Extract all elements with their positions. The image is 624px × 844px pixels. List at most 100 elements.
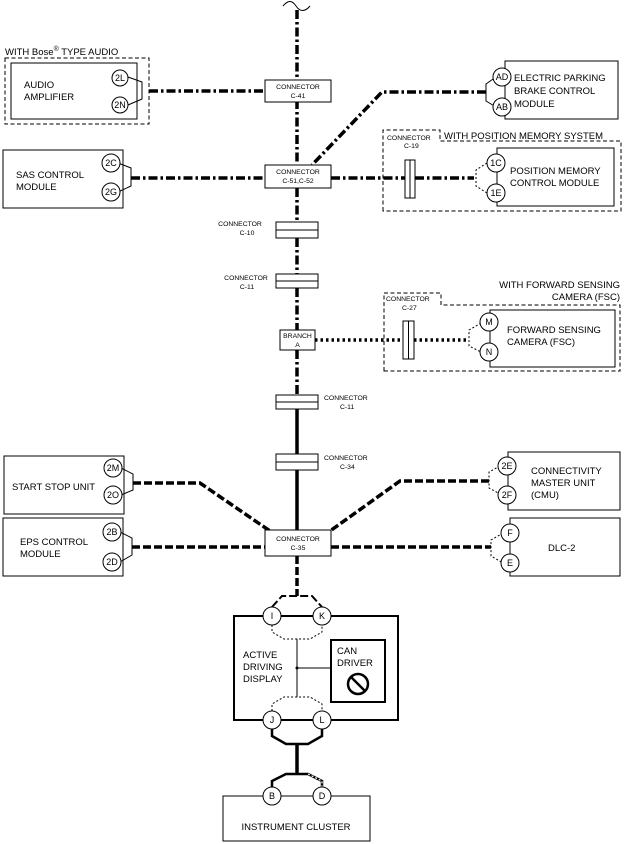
svg-text:MASTER UNIT: MASTER UNIT xyxy=(531,478,596,489)
sas-pin-2c xyxy=(101,153,121,173)
svg-text:CAN: CAN xyxy=(337,646,357,657)
svg-text:2F: 2F xyxy=(502,490,513,500)
display-pin-k xyxy=(312,606,332,626)
svg-text:START STOP UNIT: START STOP UNIT xyxy=(12,482,95,493)
audio-amplifier-label2: AMPLIFIER xyxy=(24,92,74,103)
svg-text:AD: AD xyxy=(496,72,509,82)
svg-text:CONNECTOR: CONNECTOR xyxy=(224,275,268,282)
svg-text:2E: 2E xyxy=(501,461,512,471)
svg-text:2D: 2D xyxy=(106,557,118,567)
fsc-pin-m xyxy=(479,312,499,332)
svg-text:AB: AB xyxy=(496,102,508,112)
bose-prefix: WITH Bose xyxy=(5,47,54,58)
svg-text:SAS CONTROL: SAS CONTROL xyxy=(16,170,84,181)
svg-text:MODULE: MODULE xyxy=(16,182,57,193)
svg-text:2G: 2G xyxy=(105,187,117,197)
cluster-pin-d xyxy=(312,786,332,806)
svg-text:CONNECTOR: CONNECTOR xyxy=(276,84,320,91)
svg-text:C-11: C-11 xyxy=(340,404,354,411)
svg-text:INSTRUMENT CLUSTER: INSTRUMENT CLUSTER xyxy=(241,822,350,833)
svg-text:2L: 2L xyxy=(115,73,125,83)
svg-text:(CMU): (CMU) xyxy=(531,490,559,501)
svg-text:BRANCH: BRANCH xyxy=(283,333,312,340)
svg-text:DISPLAY: DISPLAY xyxy=(243,674,283,685)
cmu-pin-2f xyxy=(497,485,517,505)
svg-text:DLC-2: DLC-2 xyxy=(548,543,575,554)
svg-text:E: E xyxy=(507,558,513,568)
svg-text:K: K xyxy=(319,611,325,621)
svg-text:2B: 2B xyxy=(106,527,117,537)
audio-amplifier-label1: AUDIO xyxy=(24,80,54,91)
can-driver-box xyxy=(330,639,386,703)
fsc-camera-box xyxy=(489,309,616,368)
startstop-pin-2m xyxy=(103,458,123,478)
dlc2-box xyxy=(509,517,621,577)
bose-suffix: TYPE AUDIO xyxy=(59,47,118,58)
svg-text:C-35: C-35 xyxy=(291,545,306,552)
audio-pin-fork xyxy=(127,76,143,106)
svg-text:DRIVING: DRIVING xyxy=(243,662,283,673)
cmu-box xyxy=(507,451,621,511)
svg-text:2M: 2M xyxy=(107,463,120,473)
fsc-pin-n xyxy=(479,342,499,362)
svg-text:DRIVER: DRIVER xyxy=(337,658,373,669)
svg-text:CONNECTOR: CONNECTOR xyxy=(276,169,320,176)
epb-module-box xyxy=(504,60,619,120)
wire-startstop-c35 xyxy=(133,481,271,533)
svg-text:CONNECTOR: CONNECTOR xyxy=(324,395,368,402)
fsc-pin-fork xyxy=(468,322,482,353)
fsc-option-label1: WITH FORWARD SENSING xyxy=(499,280,620,291)
cluster-pin-b xyxy=(262,786,282,806)
svg-text:L: L xyxy=(319,715,324,725)
audio-pin-2l xyxy=(111,69,129,87)
fsc-option-label2: CAMERA (FSC) xyxy=(552,292,620,303)
svg-text:CONNECTOR: CONNECTOR xyxy=(276,536,320,543)
eps-module-box xyxy=(2,517,124,577)
epb-pin-ad xyxy=(492,67,512,87)
svg-text:C-27: C-27 xyxy=(402,305,417,312)
eps-pin-2d xyxy=(102,552,122,572)
startstop-pin-2o xyxy=(103,485,123,505)
svg-text:CONNECTOR: CONNECTOR xyxy=(386,296,430,303)
svg-text:B: B xyxy=(269,791,275,801)
svg-text:CONNECTOR: CONNECTOR xyxy=(387,135,431,142)
connector-c41 xyxy=(264,79,332,103)
wire-epb-c51 xyxy=(310,90,486,167)
svg-text:2C: 2C xyxy=(105,158,117,168)
svg-text:WITH Bose® TYPE AUDIO: WITH Bose® TYPE AUDIO xyxy=(5,45,118,58)
instrument-cluster-box xyxy=(222,795,371,842)
svg-text:C-41: C-41 xyxy=(291,93,306,100)
posmem-pin-1e xyxy=(486,183,506,203)
svg-text:J: J xyxy=(270,715,275,725)
position-memory-box xyxy=(496,147,615,207)
svg-text:BRAKE CONTROL: BRAKE CONTROL xyxy=(514,86,595,97)
display-top-fork xyxy=(271,595,323,608)
connector-c35 xyxy=(264,529,332,557)
dlc2-pin-fork xyxy=(490,532,504,564)
svg-text:CONNECTOR: CONNECTOR xyxy=(218,221,262,228)
eps-pin-2b xyxy=(102,522,122,542)
fsc-option-box xyxy=(383,292,621,372)
dlc2-pin-e xyxy=(500,553,520,573)
position-memory-option-label: WITH POSITION MEMORY SYSTEM xyxy=(444,131,603,142)
svg-text:C-11: C-11 xyxy=(240,284,254,291)
svg-text:MODULE: MODULE xyxy=(20,549,61,560)
dlc2-pin-f xyxy=(500,523,520,543)
svg-text:CONNECTIVITY: CONNECTIVITY xyxy=(531,466,602,477)
svg-text:1C: 1C xyxy=(490,158,502,168)
svg-text:D: D xyxy=(319,791,326,801)
svg-text:EPS CONTROL: EPS CONTROL xyxy=(20,537,88,548)
svg-text:C-51,C-52: C-51,C-52 xyxy=(282,178,314,185)
svg-text:1E: 1E xyxy=(490,188,501,198)
svg-text:N: N xyxy=(486,347,493,357)
svg-text:ACTIVE: ACTIVE xyxy=(243,650,277,661)
sas-pin-2g xyxy=(101,182,121,202)
bose-mark: ® xyxy=(54,45,60,53)
svg-text:I: I xyxy=(271,611,274,621)
svg-text:CONNECTOR: CONNECTOR xyxy=(324,455,368,462)
wire-cmu-c35 xyxy=(328,479,489,533)
svg-text:C-19: C-19 xyxy=(404,143,419,150)
svg-text:C-10: C-10 xyxy=(240,230,255,237)
